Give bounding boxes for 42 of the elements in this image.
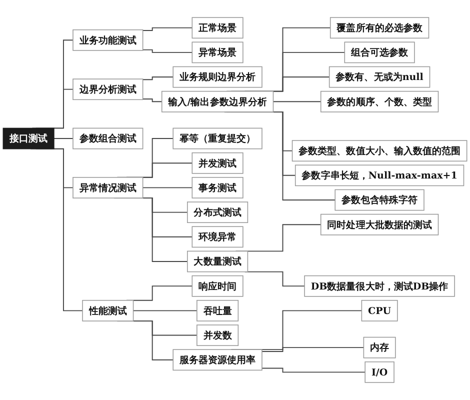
node-box: 响应时间 [192, 275, 244, 297]
connector [53, 138, 74, 139]
node-box: 接口测试 [2, 128, 54, 150]
connector [142, 76, 174, 80]
connector [272, 101, 322, 102]
node-box: 异常情况测试 [72, 177, 144, 198]
node-box: 业务规则边界分析 [172, 66, 262, 88]
node-box: 吞吐量 [196, 300, 239, 322]
node-box: 异常场景 [192, 42, 244, 64]
node-box: 参数的顺序、个数、类型 [320, 90, 439, 112]
node-box: 业务功能测试 [72, 29, 144, 51]
node-box: 性能测试 [82, 300, 134, 322]
node-box: 大数量测试 [187, 250, 248, 272]
node-box: 服务器资源使用率 [172, 349, 262, 371]
connector [142, 49, 193, 53]
node-box: 分布式测试 [187, 202, 248, 223]
node-box: 参数组合测试 [72, 128, 144, 150]
node-box: 参数有、无或为null [328, 66, 430, 88]
node-box: 幂等（重复提交） [172, 128, 262, 150]
node-box: 组合可选参数 [344, 42, 415, 64]
node-box: 覆盖所有的必选参数 [330, 17, 430, 39]
node-box: 正常场景 [192, 17, 244, 39]
node-box: I/O [364, 361, 394, 383]
node-box: 同时处理大批数据的测试 [320, 214, 439, 236]
connector [142, 27, 193, 31]
node-box: 输入/输出参数边界分析 [161, 90, 274, 112]
node-box: 参数字串长短，Null-max-max+1 [294, 164, 464, 186]
connector [262, 347, 364, 352]
node-box: DB数据量很大时，测试DB操作 [304, 275, 455, 297]
node-box: 内存 [363, 336, 396, 358]
node-box: 参数类型、数值大小、输入数值的范围 [292, 140, 468, 162]
node-box: 事务测试 [192, 177, 244, 198]
connector [142, 187, 193, 188]
node-box: 环境异常 [192, 226, 244, 248]
node-box: 并发数 [196, 324, 239, 346]
connector [142, 98, 162, 102]
node-box: 并发测试 [192, 152, 244, 174]
connector [262, 368, 366, 373]
node-box: 边界分析测试 [72, 78, 144, 100]
connector [132, 310, 198, 312]
node-box: CPU [361, 300, 398, 322]
node-box: 参数包含特殊字符 [334, 189, 424, 211]
